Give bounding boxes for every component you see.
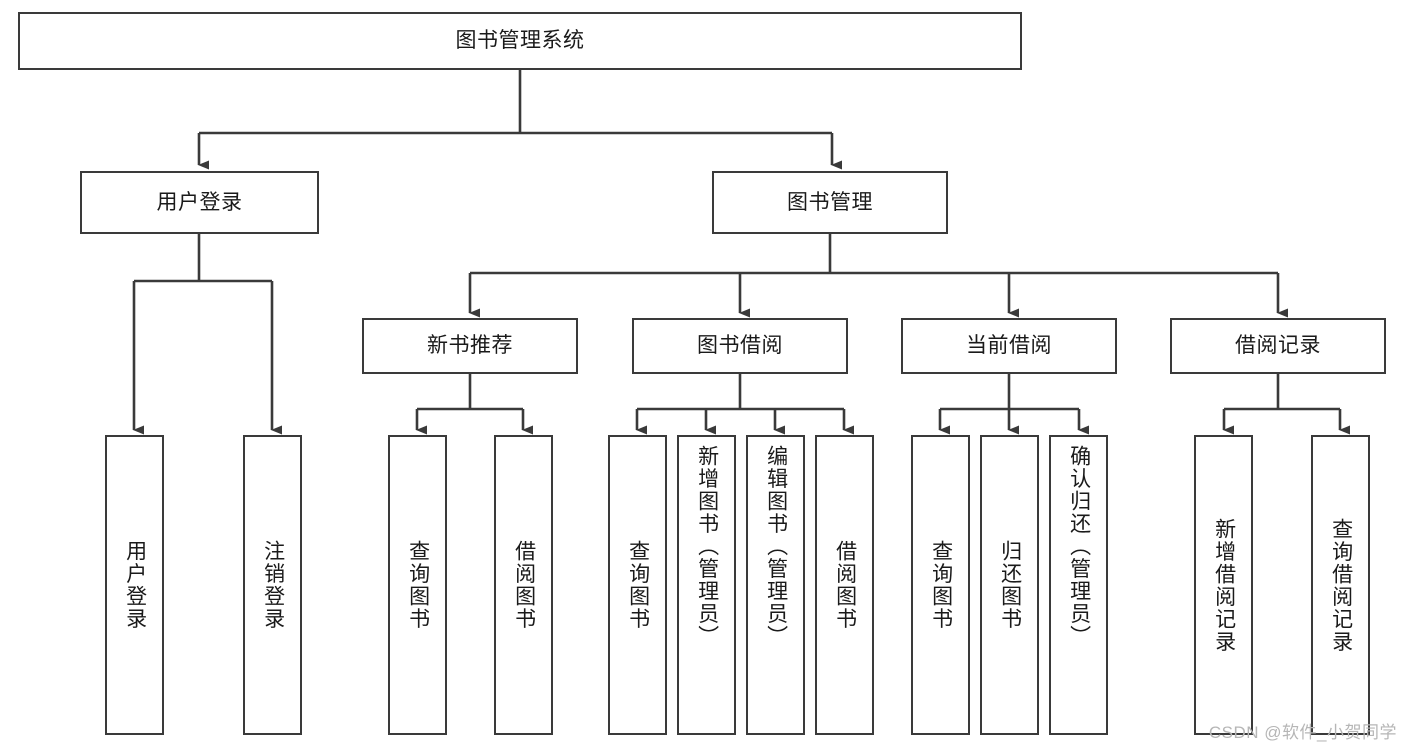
node-leaf-user-login[interactable]: 用户登录 <box>105 435 164 735</box>
node-label: 用户登录 <box>123 540 147 630</box>
node-borrowing-record[interactable]: 借阅记录 <box>1170 318 1386 374</box>
node-user-login[interactable]: 用户登录 <box>80 171 319 234</box>
node-leaf-add-book-admin[interactable]: 新增图书（管理员） <box>677 435 736 735</box>
node-label: 图书管理系统 <box>455 29 585 53</box>
node-leaf-query-borrow-record[interactable]: 查询借阅记录 <box>1311 435 1370 735</box>
node-leaf-confirm-return-admin[interactable]: 确认归还（管理员） <box>1049 435 1108 735</box>
node-leaf-borrow-book-new[interactable]: 借阅图书 <box>494 435 553 735</box>
node-new-book-recommendation[interactable]: 新书推荐 <box>362 318 578 374</box>
node-label: 图书借阅 <box>697 334 783 358</box>
node-current-borrowing[interactable]: 当前借阅 <box>901 318 1117 374</box>
node-leaf-logout[interactable]: 注销登录 <box>243 435 302 735</box>
node-label: 确认归还（管理员） <box>1067 445 1091 648</box>
node-label: 当前借阅 <box>966 334 1052 358</box>
node-leaf-add-borrow-record[interactable]: 新增借阅记录 <box>1194 435 1253 735</box>
node-label: 查询图书 <box>406 540 430 630</box>
node-leaf-query-book-borrow[interactable]: 查询图书 <box>608 435 667 735</box>
node-leaf-return-book[interactable]: 归还图书 <box>980 435 1039 735</box>
node-label: 用户登录 <box>156 190 243 214</box>
node-leaf-borrow-book[interactable]: 借阅图书 <box>815 435 874 735</box>
node-leaf-edit-book-admin[interactable]: 编辑图书（管理员） <box>746 435 805 735</box>
node-label: 注销登录 <box>261 540 285 630</box>
node-root-book-management-system[interactable]: 图书管理系统 <box>18 12 1022 70</box>
node-label: 图书管理 <box>787 190 873 214</box>
csdn-watermark: CSDN @软件_小贺同学 <box>1208 723 1397 742</box>
node-label: 查询图书 <box>929 540 953 630</box>
node-label: 新增图书（管理员） <box>695 445 719 648</box>
node-label: 编辑图书（管理员） <box>764 445 788 648</box>
node-leaf-query-book-current[interactable]: 查询图书 <box>911 435 970 735</box>
node-book-management[interactable]: 图书管理 <box>712 171 948 234</box>
node-label: 借阅图书 <box>833 540 857 630</box>
node-leaf-query-book-new[interactable]: 查询图书 <box>388 435 447 735</box>
node-label: 新书推荐 <box>427 334 513 358</box>
node-label: 归还图书 <box>998 540 1022 630</box>
node-label: 借阅图书 <box>512 540 536 630</box>
node-label: 新增借阅记录 <box>1212 517 1236 653</box>
node-label: 借阅记录 <box>1235 334 1321 358</box>
node-label: 查询借阅记录 <box>1329 517 1353 653</box>
node-book-borrowing[interactable]: 图书借阅 <box>632 318 848 374</box>
node-label: 查询图书 <box>626 540 650 630</box>
